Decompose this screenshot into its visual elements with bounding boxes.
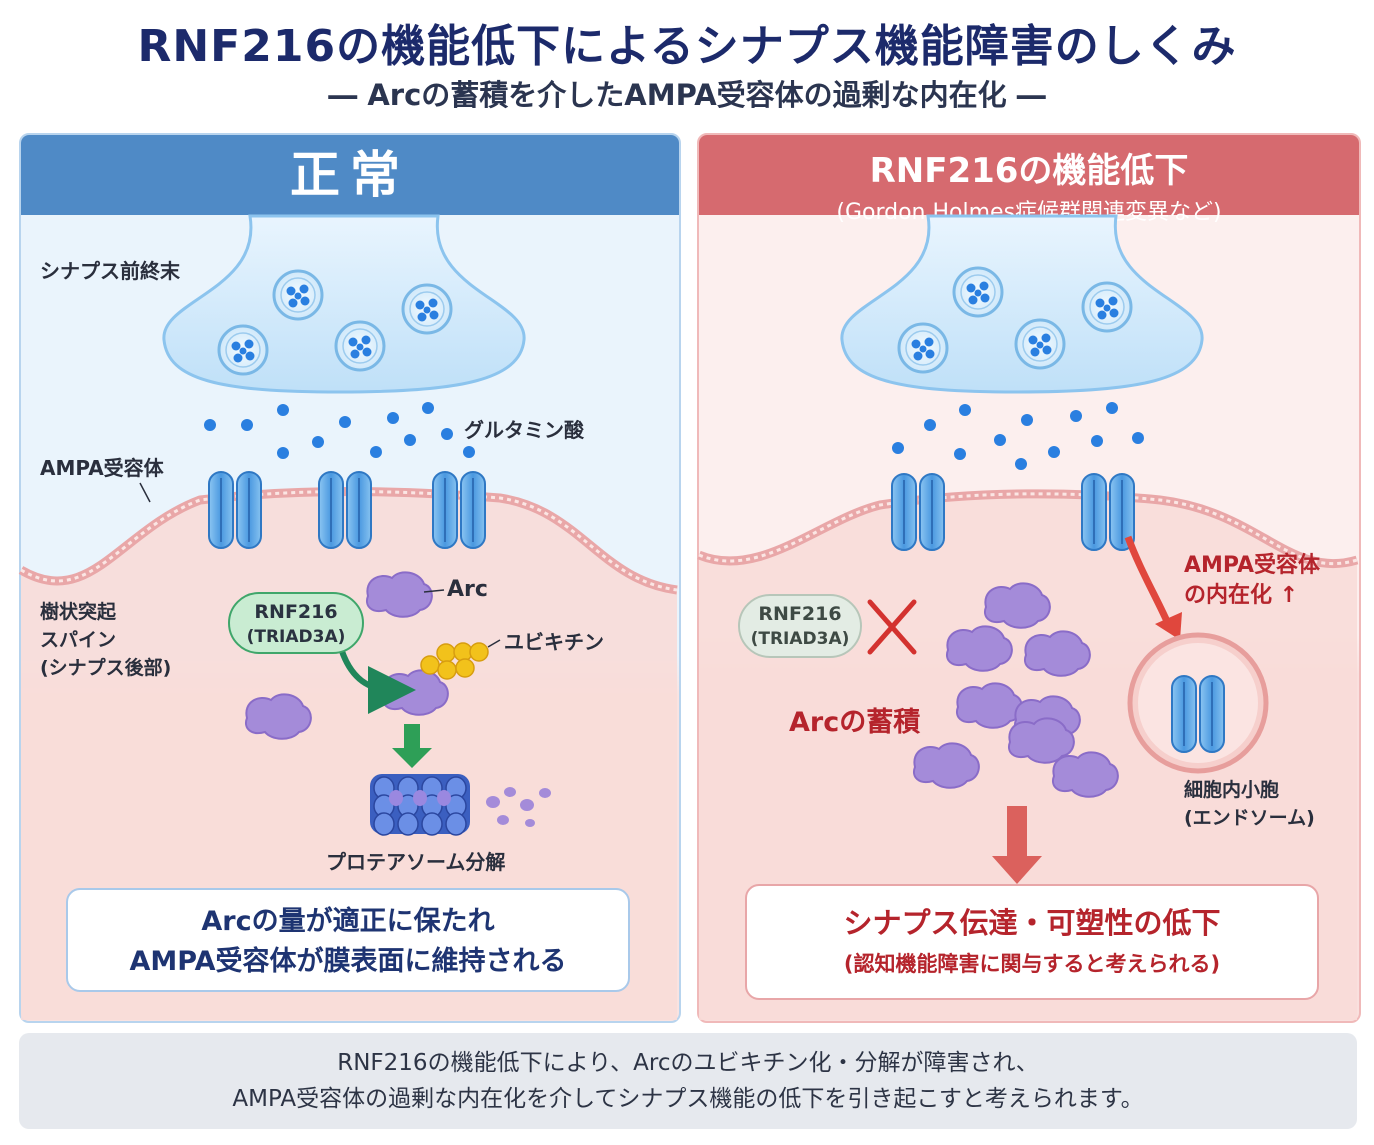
dendritic-spine-label-line: 樹状突起 bbox=[40, 601, 117, 623]
normal-header-title: 正常 bbox=[290, 146, 410, 204]
rnf216-active-pill: RNF216 (TRIAD3A) bbox=[228, 592, 364, 654]
arc-protein bbox=[983, 582, 1051, 629]
normal-summary-line: Arcの量が適正に保たれ bbox=[201, 906, 495, 937]
subtitle: ― Arcの蓄積を介したAMPA受容体の過剰な内在化 ― bbox=[328, 78, 1046, 112]
ampa-receptor-label: AMPA受容体 bbox=[40, 456, 164, 480]
endosome-label-line: 細胞内小胞 bbox=[1184, 779, 1280, 801]
vesicle bbox=[401, 283, 453, 335]
vesicle bbox=[897, 322, 949, 374]
vesicle bbox=[272, 269, 324, 321]
degradation-arrow bbox=[392, 724, 432, 768]
proteasome-label: プロテアソーム分解 bbox=[326, 850, 506, 874]
normal-header: 正常 bbox=[21, 135, 679, 215]
presynaptic-terminal-label: シナプス前終末 bbox=[40, 259, 180, 283]
normal-summary-box: Arcの量が適正に保たれ AMPA受容体が膜表面に維持される bbox=[66, 888, 630, 992]
internalization-arrow bbox=[1124, 535, 1174, 630]
impaired-summary-sub: (認知機能障害に関与すると考えられる) bbox=[843, 952, 1221, 976]
arc-protein bbox=[955, 682, 1023, 729]
arc-label: Arc bbox=[447, 577, 488, 602]
arc-protein bbox=[912, 742, 980, 789]
endosome bbox=[1127, 632, 1269, 774]
endosome-label: 細胞内小胞 (エンドソーム) bbox=[1184, 776, 1315, 832]
dendritic-spine-label-line: (シナプス後部) bbox=[40, 657, 172, 679]
ubiquitin-label: ユビキチン bbox=[504, 630, 604, 654]
peptide-fragments bbox=[486, 787, 551, 827]
arc-protein bbox=[365, 571, 433, 618]
glutamate-label: グルタミン酸 bbox=[464, 418, 584, 442]
footer-line: AMPA受容体の過剰な内在化を介してシナプス機能の低下を引き起こすと考えられます… bbox=[232, 1086, 1144, 1112]
footer-line: RNF216の機能低下により、Arcのユビキチン化・分解が障害され、 bbox=[337, 1050, 1039, 1076]
inhibition-x-mark bbox=[867, 599, 917, 655]
ubiquitin-chain bbox=[420, 642, 489, 680]
arc-protein bbox=[1023, 630, 1091, 677]
ubiquitination-arrow bbox=[337, 644, 416, 714]
presynaptic-terminal-impaired bbox=[840, 214, 1204, 394]
arc-protein bbox=[1051, 751, 1119, 798]
impaired-summary-main: シナプス伝達・可塑性の低下 bbox=[843, 906, 1221, 940]
arc-accumulation-label: Arcの蓄積 bbox=[789, 707, 921, 738]
vesicle bbox=[334, 320, 386, 372]
glutamate-molecules bbox=[204, 402, 475, 459]
internalization-label: AMPA受容体 の内在化 ↑ bbox=[1184, 551, 1320, 611]
impaired-header: RNF216の機能低下 (Gordon Holmes症候群関連変異など) bbox=[699, 135, 1359, 225]
normal-summary-line: AMPA受容体が膜表面に維持される bbox=[129, 946, 567, 977]
dendritic-spine-label-line: スパイン bbox=[40, 629, 117, 651]
dendritic-spine-label: 樹状突起 スパイン (シナプス後部) bbox=[40, 598, 171, 682]
footer-note: RNF216の機能低下により、Arcのユビキチン化・分解が障害され、 AMPA受… bbox=[19, 1033, 1357, 1129]
endosome-label-line: (エンドソーム) bbox=[1184, 807, 1315, 829]
impaired-header-title: RNF216の機能低下 bbox=[869, 151, 1189, 191]
vesicle bbox=[952, 266, 1004, 318]
arc-protein-ubiquitinated bbox=[381, 669, 449, 716]
rnf216-alias: (TRIAD3A) bbox=[246, 627, 346, 647]
internalization-label-line: AMPA受容体 bbox=[1184, 553, 1321, 578]
rnf216-impaired-pill: RNF216 (TRIAD3A) bbox=[738, 594, 862, 658]
proteasome bbox=[370, 774, 470, 836]
vesicle bbox=[217, 324, 269, 376]
rnf216-name: RNF216 bbox=[758, 603, 842, 625]
arc-protein bbox=[244, 693, 312, 740]
rnf216-alias: (TRIAD3A) bbox=[750, 629, 850, 649]
glutamate-molecules bbox=[892, 402, 1144, 470]
rnf216-name: RNF216 bbox=[254, 601, 338, 623]
main-title: RNF216の機能低下によるシナプス機能障害のしくみ bbox=[137, 21, 1237, 72]
arc-protein bbox=[945, 625, 1013, 672]
vesicle bbox=[1081, 281, 1133, 333]
outcome-arrow bbox=[992, 806, 1042, 884]
impaired-summary-box: シナプス伝達・可塑性の低下 (認知機能障害に関与すると考えられる) bbox=[745, 884, 1319, 1000]
vesicle bbox=[1014, 318, 1066, 370]
internalization-label-line: の内在化 ↑ bbox=[1184, 583, 1299, 608]
